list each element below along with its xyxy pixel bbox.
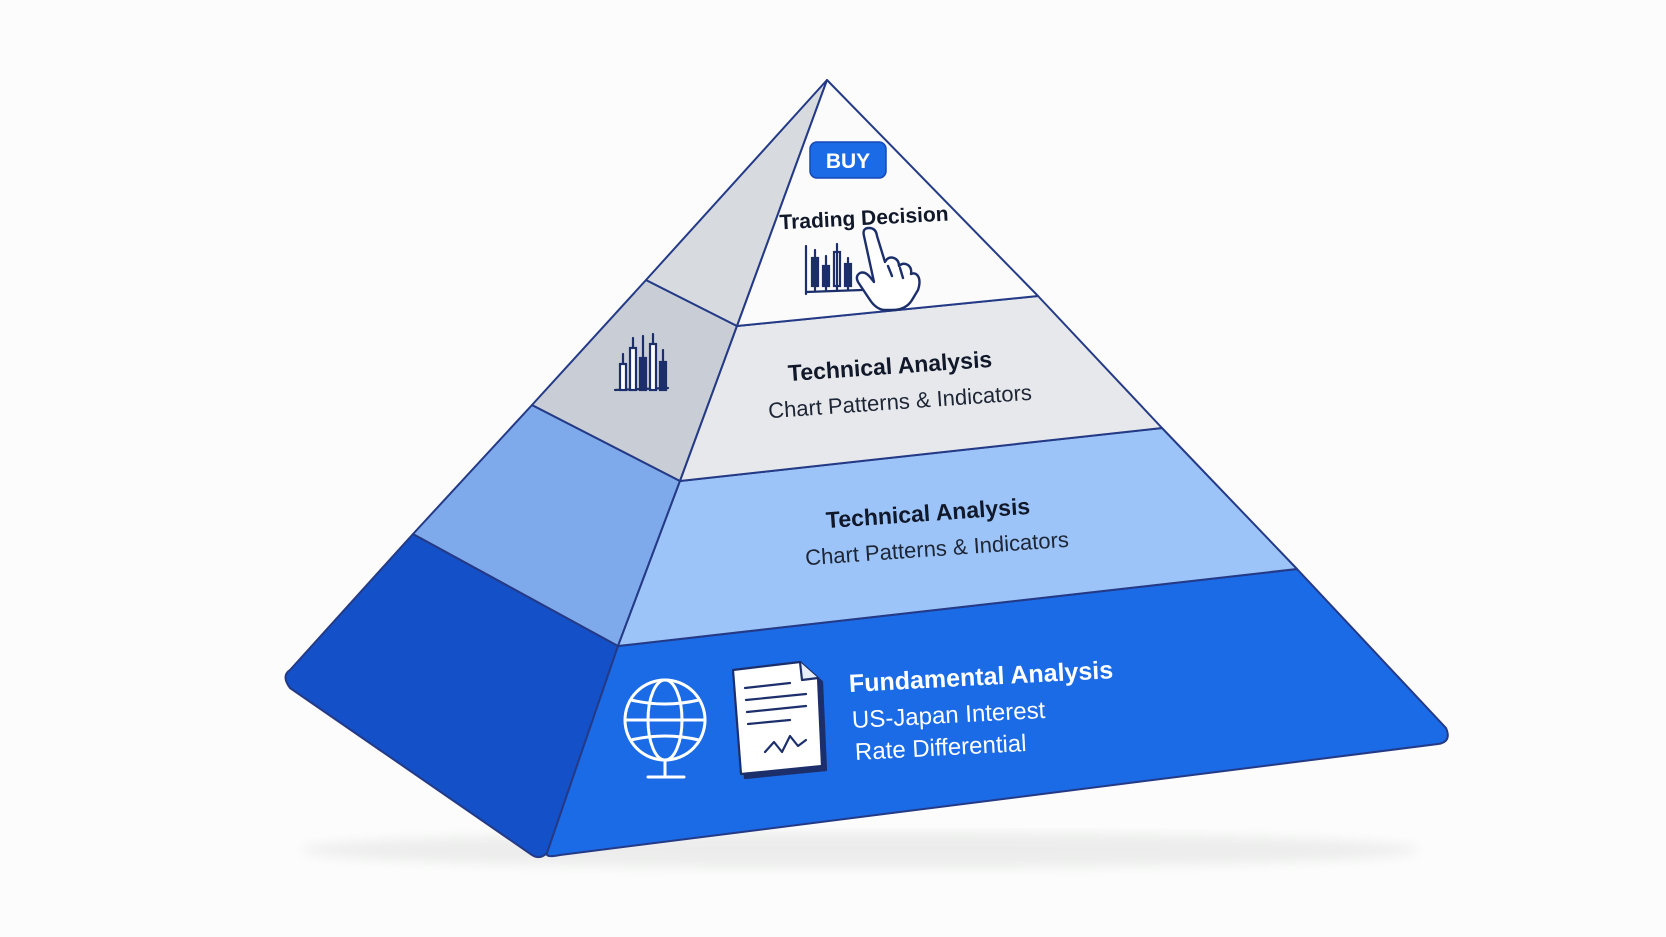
buy-badge: BUY <box>809 141 887 179</box>
globe-icon <box>623 678 707 779</box>
pointing-hand-cursor-icon <box>855 226 921 312</box>
tier-2 <box>531 279 1163 482</box>
candlestick-chart-icon <box>804 242 864 296</box>
bar-chart-icon <box>613 332 670 392</box>
tier-base <box>284 533 1449 859</box>
ground-shadow <box>300 832 1420 868</box>
tier-base-front <box>545 568 1449 858</box>
buy-badge-label: BUY <box>826 150 870 173</box>
tier-top <box>645 79 1039 327</box>
document-chart-icon <box>731 660 828 780</box>
tier-base-side <box>284 533 619 859</box>
